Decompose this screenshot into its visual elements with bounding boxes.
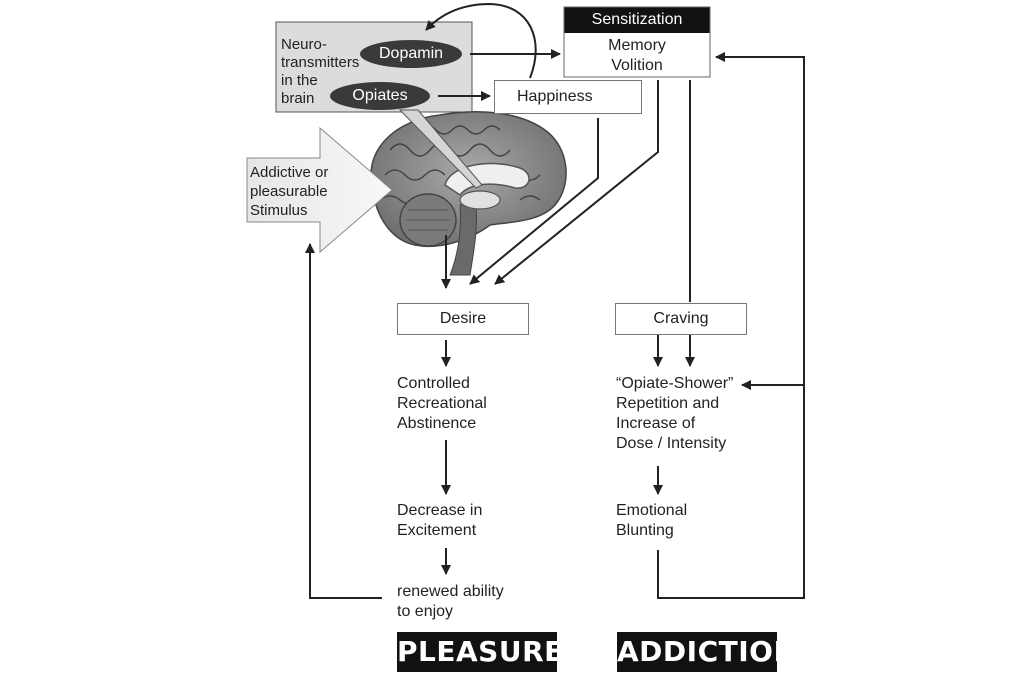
neuro-label-line3: in the bbox=[281, 72, 318, 89]
pleasure-badge: PLEASURE bbox=[397, 632, 563, 672]
callout-wedge bbox=[398, 109, 483, 189]
sensitization-memory: Memory bbox=[608, 37, 666, 54]
controlled-line2: Recreational bbox=[397, 395, 487, 412]
controlled-line3: Abstinence bbox=[397, 415, 477, 432]
decrease-line2: Excitement bbox=[397, 522, 477, 539]
renewed-line2: to enjoy bbox=[397, 603, 454, 620]
shower-line3: Increase of bbox=[616, 415, 696, 432]
shower-line4: Dose / Intensity bbox=[616, 435, 727, 452]
renewed-line1: renewed ability bbox=[397, 583, 504, 600]
stimulus-line2: pleasurable bbox=[250, 183, 328, 200]
arrow-happiness-to-desire bbox=[469, 118, 599, 285]
arrow-renewed-to-stimulus bbox=[305, 243, 382, 599]
blunting-line2: Blunting bbox=[616, 522, 674, 539]
neuro-label-line4: brain bbox=[281, 90, 315, 107]
happiness-box: Happiness bbox=[494, 80, 642, 114]
stimulus-line3: Stimulus bbox=[250, 202, 308, 219]
sensitization-title: Sensitization bbox=[591, 11, 683, 28]
neuro-label-line1: Neuro- bbox=[281, 36, 327, 53]
sensitization-volition: Volition bbox=[611, 57, 663, 74]
sensitization-box-outline bbox=[563, 6, 711, 78]
opiates-pill: Opiates bbox=[330, 82, 430, 110]
desire-box: Desire bbox=[397, 303, 529, 335]
stimulus-line1: Addictive or bbox=[250, 164, 329, 181]
craving-box: Craving bbox=[615, 303, 747, 335]
neuro-label-line2: transmitters bbox=[281, 54, 360, 71]
arrow-blunting-loop bbox=[657, 52, 805, 599]
shower-line1: “Opiate-Shower” bbox=[616, 375, 734, 392]
decrease-line1: Decrease in bbox=[397, 502, 483, 519]
addiction-badge: ADDICTION bbox=[617, 632, 797, 672]
sensitization-header-bg bbox=[564, 7, 710, 33]
controlled-line1: Controlled bbox=[397, 375, 470, 392]
dopamin-pill: Dopamin bbox=[360, 40, 462, 68]
arrow-loop-to-panel bbox=[425, 2, 537, 79]
shower-line2: Repetition and bbox=[616, 395, 720, 412]
arrow-memory-to-desire bbox=[494, 80, 659, 285]
blunting-line1: Emotional bbox=[616, 502, 688, 519]
stimulus-arrow bbox=[246, 126, 393, 254]
limbic-core bbox=[459, 190, 501, 210]
